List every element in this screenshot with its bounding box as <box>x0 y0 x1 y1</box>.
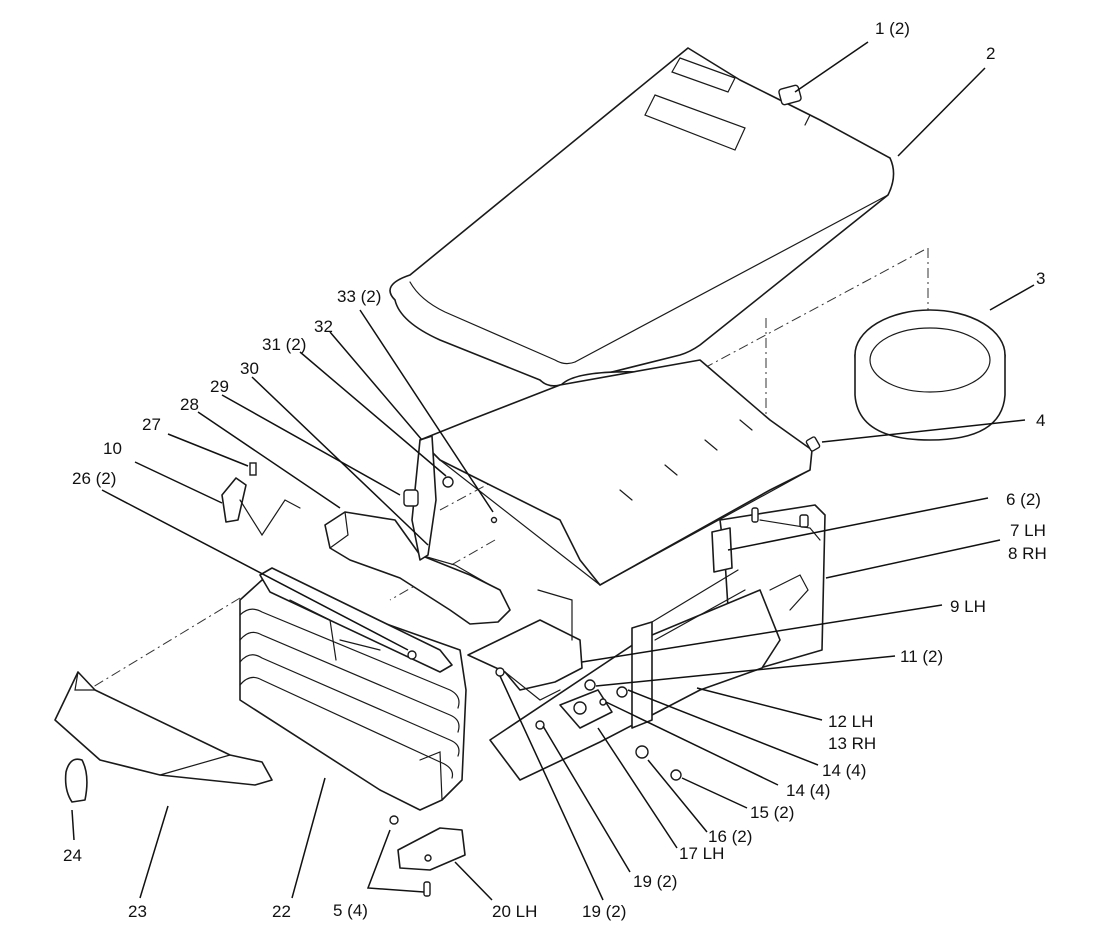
leader-11 <box>595 655 896 687</box>
leader-15 <box>681 777 748 809</box>
callout-26: 26 (2) <box>72 469 116 488</box>
leader-10 <box>134 461 223 504</box>
leader-2 <box>897 67 986 157</box>
leader-32 <box>329 331 423 441</box>
callout-5: 5 (4) <box>333 901 368 920</box>
leader-30 <box>251 376 429 546</box>
callout-13: 13 RH <box>828 734 876 753</box>
leader-14b <box>605 701 779 786</box>
bumper <box>54 671 273 786</box>
leader-19a <box>542 725 631 873</box>
callout-31: 31 (2) <box>262 335 306 354</box>
callout-11: 11 (2) <box>900 647 943 666</box>
leader-16 <box>647 759 708 833</box>
leader-3 <box>989 284 1035 311</box>
leader-9 <box>581 604 943 663</box>
frame-strap <box>631 569 746 729</box>
callout-9: 9 LH <box>950 597 986 616</box>
leader-23 <box>139 805 169 899</box>
callout-14a: 14 (4) <box>822 761 866 780</box>
callout-19b: 19 (2) <box>582 902 626 921</box>
callout-24: 24 <box>63 846 82 865</box>
pad-6 <box>711 527 733 573</box>
callout-32: 32 <box>314 317 333 336</box>
callout-22: 22 <box>272 902 291 921</box>
leader-14a <box>627 689 819 766</box>
callout-4: 4 <box>1036 411 1045 430</box>
callout-20: 20 LH <box>492 902 537 921</box>
callout-12: 12 LH <box>828 712 873 731</box>
leader-20 <box>454 861 493 901</box>
leader-31 <box>299 351 447 477</box>
leader-6 <box>727 497 989 551</box>
callout-16: 16 (2) <box>708 827 752 846</box>
bracket-9 <box>467 589 583 701</box>
callout-2: 2 <box>986 44 995 63</box>
callout-10: 10 <box>103 439 122 458</box>
leader-5 <box>366 829 425 893</box>
callout-17: 17 LH <box>679 844 724 863</box>
leader-24 <box>71 809 75 841</box>
leader-17 <box>597 727 678 849</box>
bracket-17 <box>559 689 613 729</box>
callout-8: 8 RH <box>1008 544 1047 563</box>
leader-4 <box>821 419 1026 443</box>
headlight-frame <box>259 567 453 673</box>
emblem <box>64 758 88 803</box>
leader-7 <box>825 539 1001 579</box>
callout-6: 6 (2) <box>1006 490 1041 509</box>
ring-part <box>854 309 1006 441</box>
callout-3: 3 <box>1036 269 1045 288</box>
callout-1: 1 (2) <box>875 19 910 38</box>
leader-12 <box>696 687 823 721</box>
headlight-housing <box>324 511 511 625</box>
callout-15: 15 (2) <box>750 803 794 822</box>
callout-29: 29 <box>210 377 229 396</box>
callout-27: 27 <box>142 415 161 434</box>
callout-14b: 14 (4) <box>786 781 830 800</box>
leader-28 <box>197 411 341 509</box>
callout-28: 28 <box>180 395 199 414</box>
leader-19b <box>499 675 604 901</box>
callout-7: 7 LH <box>1010 521 1046 540</box>
leader-33 <box>359 309 494 513</box>
callout-19a: 19 (2) <box>633 872 677 891</box>
leader-26 <box>101 489 409 651</box>
leader-1 <box>794 41 869 93</box>
leader-22 <box>291 777 326 899</box>
leader-lines <box>71 41 1035 901</box>
hardware <box>389 84 821 897</box>
callout-labels: 1 (2) 2 3 4 5 (4) 6 (2) 7 LH 8 RH 9 LH 1… <box>63 19 1047 921</box>
bracket-10 <box>221 462 301 537</box>
leader-29 <box>221 394 401 496</box>
bracket-32 <box>403 435 437 561</box>
callout-23: 23 <box>128 902 147 921</box>
leader-27 <box>167 433 249 467</box>
bracket-20 <box>397 827 466 871</box>
callout-30: 30 <box>240 359 259 378</box>
rear-housing <box>419 359 813 586</box>
callout-33: 33 (2) <box>337 287 381 306</box>
